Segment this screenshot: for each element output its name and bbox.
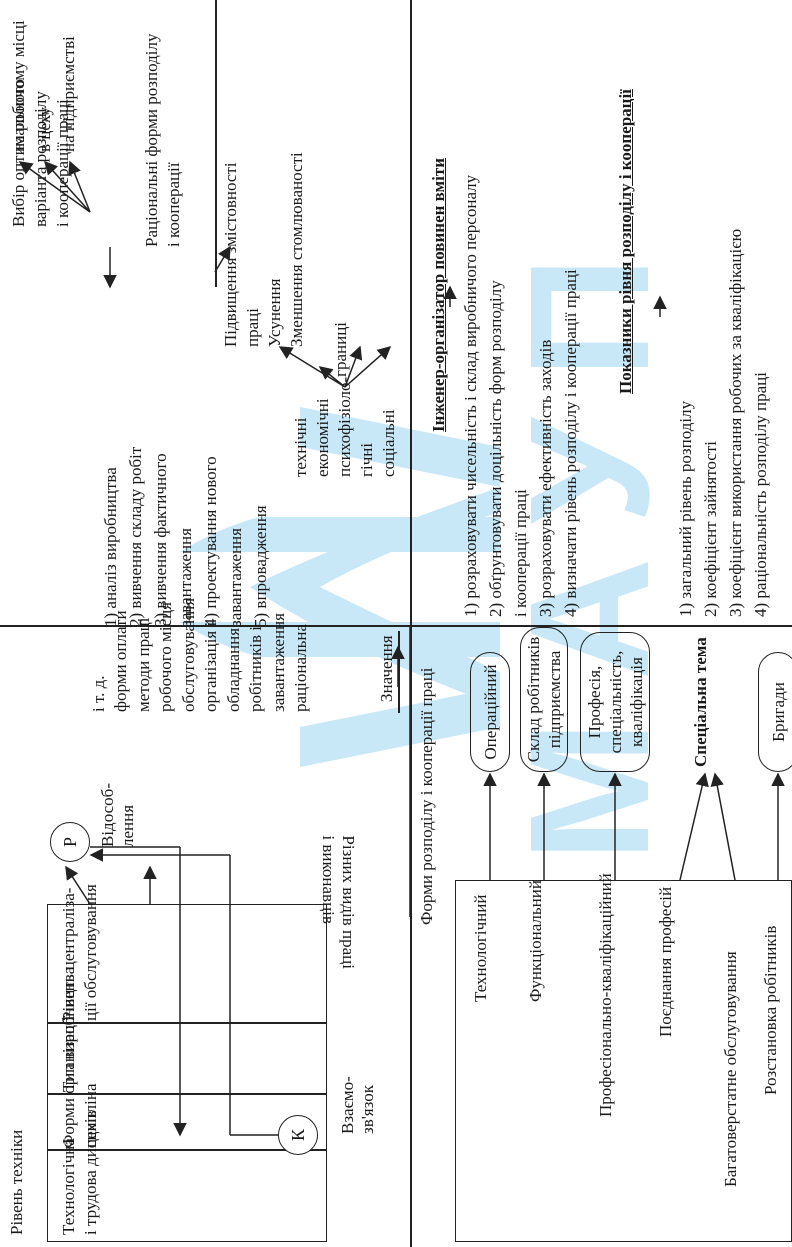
arrow-special-2 xyxy=(710,772,736,881)
arrow-to-limits xyxy=(278,346,346,388)
arrow-rational xyxy=(214,245,231,273)
arrow-to-levels xyxy=(18,161,91,213)
arrow-special-1 xyxy=(679,772,709,881)
